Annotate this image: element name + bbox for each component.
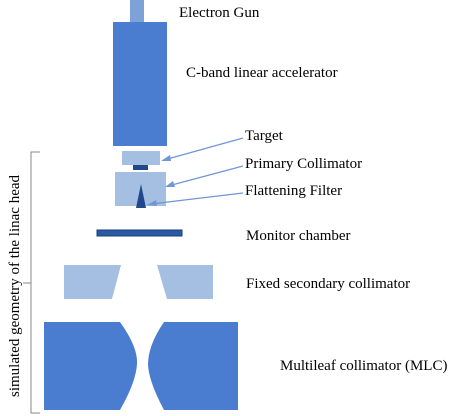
target-core-shape [133, 165, 148, 170]
label-mlc: Multileaf collimator (MLC) [280, 358, 447, 374]
label-flattening-filter: Flattening Filter [245, 183, 342, 199]
label-accelerator: C-band linear accelerator [186, 65, 338, 81]
primary-collimator-arrow-head [165, 181, 175, 187]
bracket-label: simulated geometry of the linac head [7, 175, 23, 398]
label-primary-collimator: Primary Collimator [245, 156, 362, 172]
flattening-filter-arrow-head [147, 200, 157, 206]
target-arrow [163, 137, 244, 161]
accelerator-shape [113, 22, 167, 146]
secondary-collimator-left-shape [64, 265, 121, 299]
geometry-bracket [30, 151, 40, 414]
primary-collimator-arrow [167, 165, 244, 187]
label-electron-gun: Electron Gun [179, 5, 260, 21]
target-arrow-head [161, 155, 171, 161]
arrow-heads [147, 155, 175, 206]
pointer-arrows [150, 137, 244, 205]
electron-gun-shape [130, 0, 144, 22]
flattening-filter-shape [136, 184, 146, 208]
mlc-right-shape [148, 322, 238, 410]
secondary-collimator-right-shape [157, 265, 213, 299]
label-secondary-collimator: Fixed secondary collimator [246, 276, 410, 292]
label-monitor-chamber: Monitor chamber [246, 228, 351, 244]
monitor-chamber-shape [96, 229, 183, 237]
mlc-left-shape [44, 322, 138, 410]
flattening-filter-arrow [150, 192, 244, 205]
target-shape [122, 151, 160, 165]
label-target: Target [245, 128, 284, 144]
